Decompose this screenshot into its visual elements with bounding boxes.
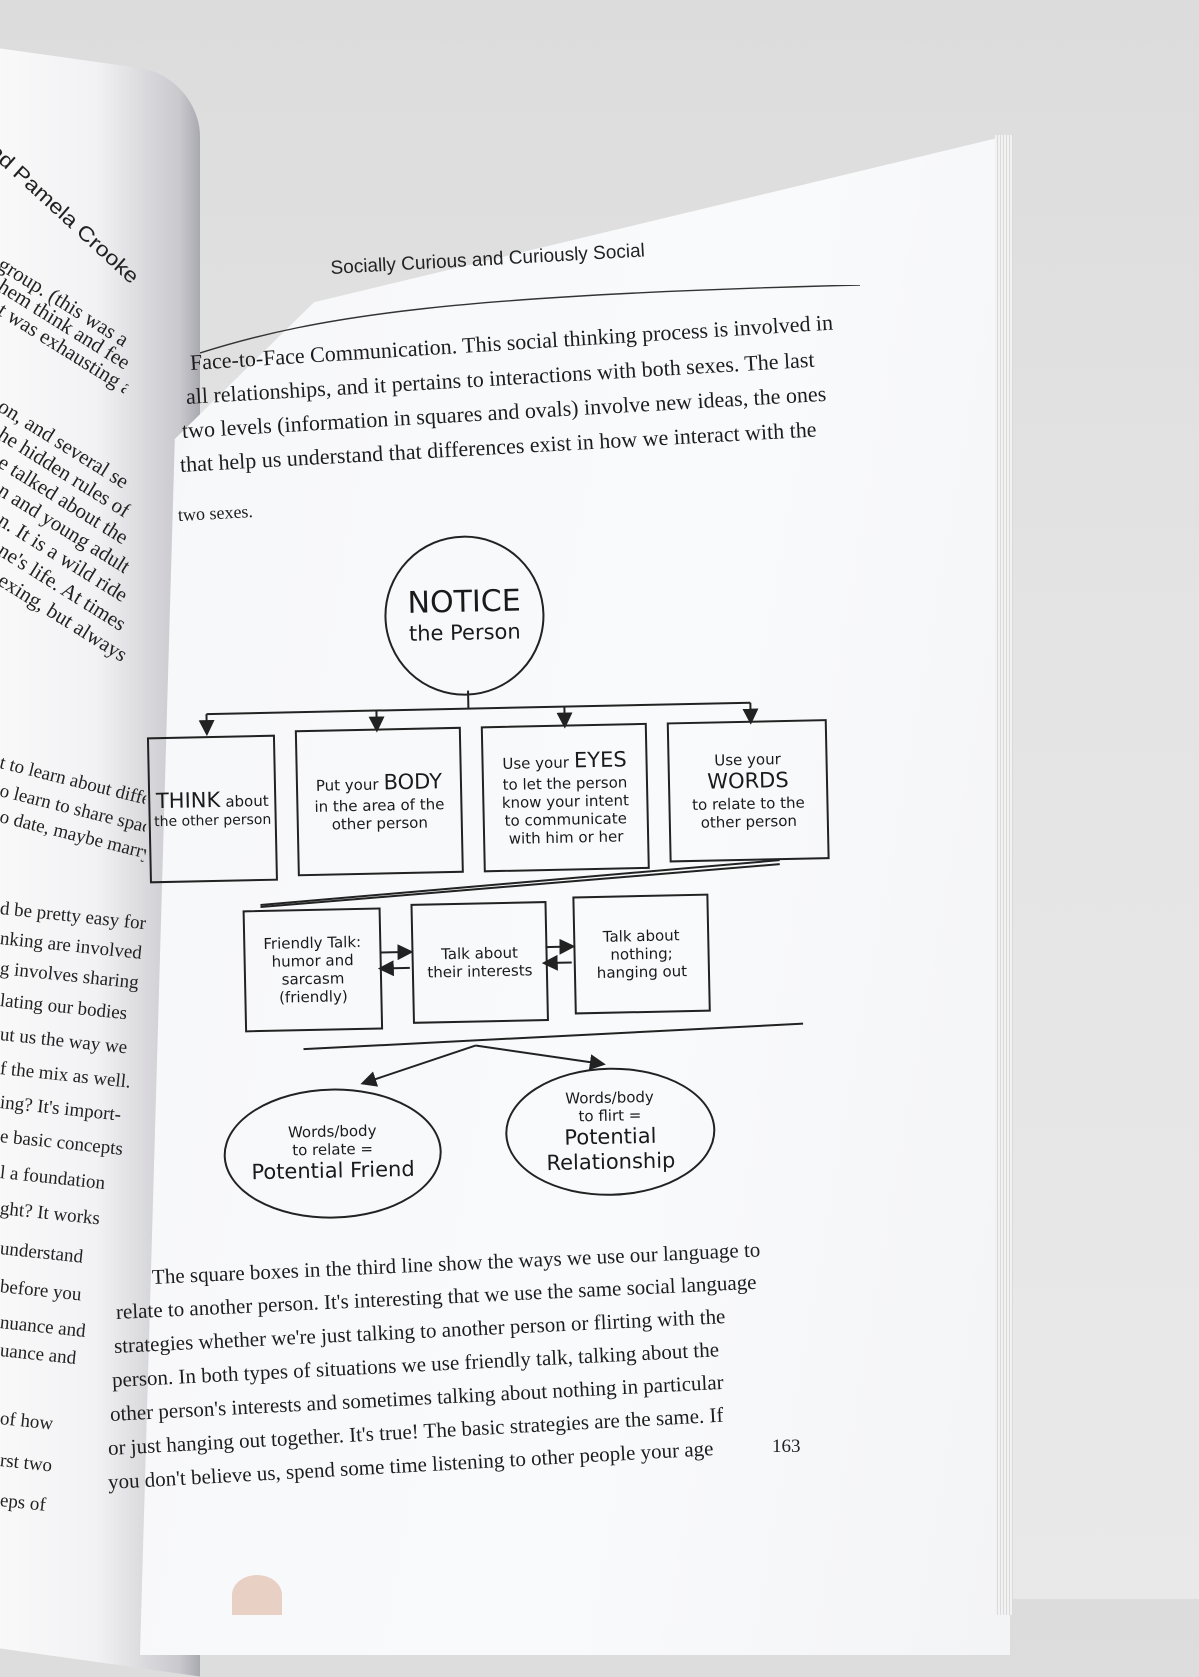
the-person-label: the Person	[409, 620, 521, 648]
box-heading: EYES	[574, 748, 627, 773]
oval-text: Words/body	[565, 1088, 654, 1108]
box-text: about	[225, 792, 269, 811]
box-heading: WORDS	[707, 768, 789, 795]
box-text: sarcasm	[281, 969, 344, 988]
box-text: (friendly)	[279, 987, 348, 1006]
box-text: other person	[332, 813, 429, 833]
page-number: 163	[772, 1436, 801, 1458]
right-page-content: Socially Curious and Curiously Social Fa…	[0, 0, 1199, 1599]
oval-text: to flirt =	[578, 1106, 641, 1125]
text-line: two sexes.	[177, 501, 253, 526]
box-text: with him or her	[509, 827, 624, 847]
box-heading: BODY	[383, 770, 442, 795]
notice-label: NOTICE	[407, 584, 521, 622]
oval-text: Words/body	[288, 1122, 377, 1142]
box-text: Put your	[316, 776, 379, 795]
box-text: humor and	[271, 951, 353, 971]
eyes-box: Use your EYES to let the person know you…	[481, 723, 650, 872]
box-text: nothing;	[610, 944, 673, 963]
box-heading: THINK	[156, 788, 221, 813]
box-text: other person	[701, 811, 798, 831]
running-head: Socially Curious and Curiously Social	[330, 240, 645, 280]
box-text: to relate to the	[692, 793, 805, 813]
interests-box: Talk about their interests	[410, 901, 548, 1024]
box-text: the other person	[154, 812, 271, 831]
friendly-talk-box: Friendly Talk: humor and sarcasm (friend…	[243, 908, 384, 1033]
box-text: hanging out	[597, 962, 688, 982]
body-box: Put your BODY in the area of the other p…	[295, 727, 464, 876]
flow-diagram: NOTICE the Person THINK about the other …	[133, 513, 868, 1248]
oval-text: to relate =	[292, 1140, 373, 1160]
box-text: Use your	[502, 754, 569, 773]
box-text: Use your	[714, 751, 781, 770]
oval-heading: Potential Friend	[251, 1157, 415, 1186]
box-text: their interests	[427, 961, 532, 981]
words-box: Use your WORDS to relate to the other pe…	[667, 719, 830, 862]
nothing-box: Talk about nothing; hanging out	[572, 894, 710, 1015]
box-text: Talk about	[441, 944, 518, 964]
thumb	[232, 1575, 282, 1615]
box-text: Friendly Talk:	[263, 933, 361, 953]
box-text: Talk about	[603, 926, 680, 946]
think-box: THINK about the other person	[147, 735, 278, 884]
oval-heading: Relationship	[546, 1148, 675, 1176]
oval-heading: Potential	[564, 1124, 657, 1151]
